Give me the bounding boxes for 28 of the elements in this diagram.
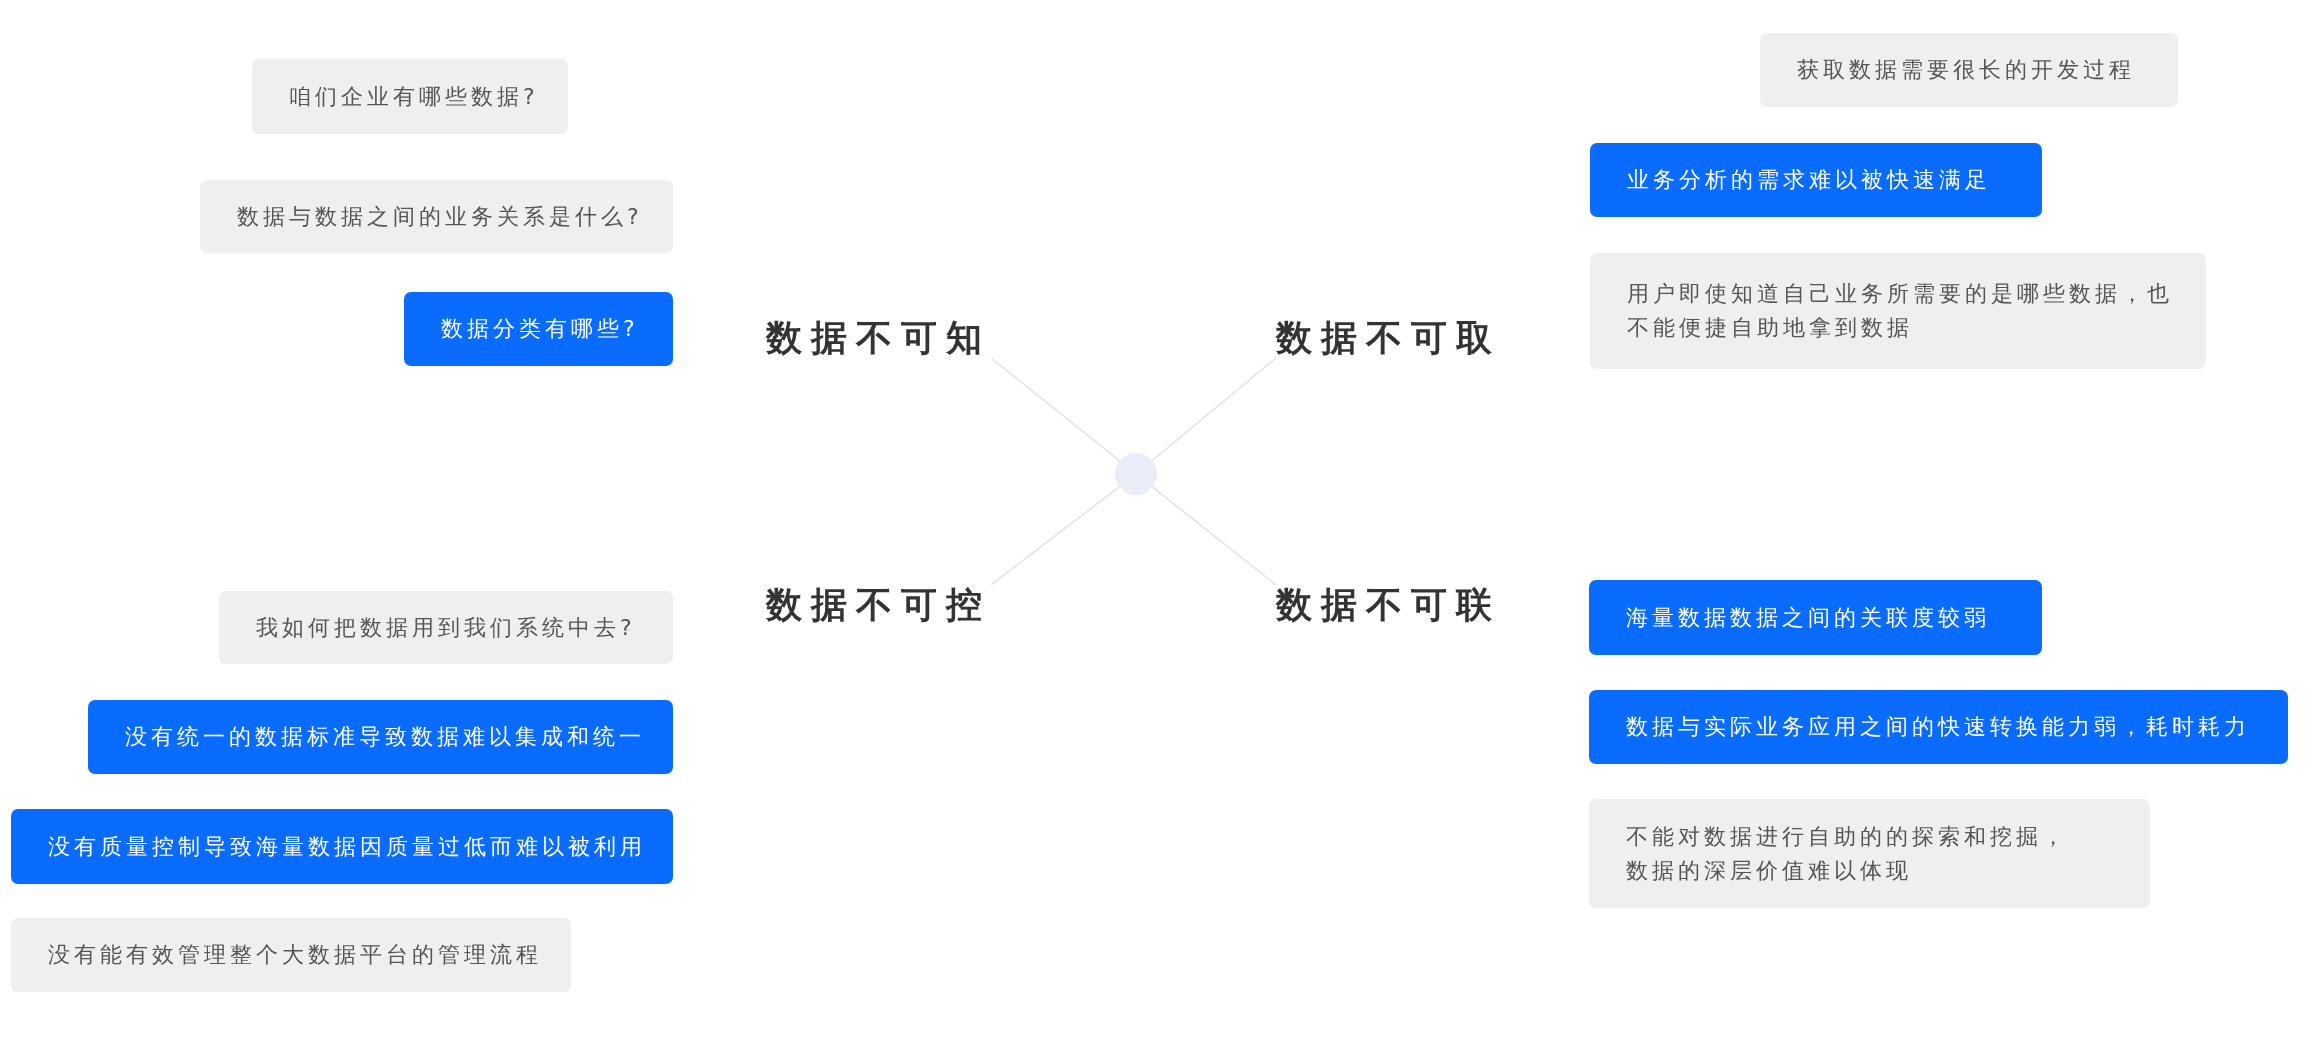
highlighted-issue-card (1589, 690, 2288, 764)
card-text: 数据与数据之间的业务关系是什么? (237, 202, 643, 231)
connector-line (1151, 357, 1277, 462)
card-text: 没有能有效管理整个大数据平台的管理流程 (48, 941, 542, 969)
highlighted-issue-card (404, 292, 673, 366)
highlighted-issue-card (1590, 143, 2042, 217)
category-heading: 数据不可知 (766, 318, 991, 358)
card-text: 没有统一的数据标准导致数据难以集成和统一 (125, 723, 645, 751)
card-text: 我如何把数据用到我们系统中去? (256, 613, 636, 642)
category-heading: 数据不可联 (1276, 585, 1501, 625)
connector-line (990, 486, 1121, 586)
card-text: 咱们企业有哪些数据? (289, 82, 539, 111)
hub-circle (1115, 453, 1157, 495)
card-text: 获取数据需要很长的开发过程 (1797, 56, 2135, 84)
card-text: 数据与实际业务应用之间的快速转换能力弱，耗时耗力 (1626, 713, 2250, 741)
connector-line (1151, 486, 1277, 586)
card-text: 没有质量控制导致海量数据因质量过低而难以被利用 (48, 832, 646, 861)
card-text: 不能对数据进行自助的的探索和挖掘，数据的深层价值难以体现 (1626, 822, 2069, 885)
category-heading: 数据不可取 (1276, 318, 1501, 358)
category-heading: 数据不可控 (766, 585, 991, 625)
card-text: 业务分析的需求难以被快速满足 (1627, 166, 1991, 194)
card-text: 海量数据数据之间的关联度较弱 (1626, 603, 1990, 632)
card-text: 数据分类有哪些? (441, 315, 639, 343)
connector-line (990, 357, 1121, 462)
highlighted-issue-card (1589, 580, 2042, 655)
card-text: 用户即使知道自己业务所需要的是哪些数据，也不能便捷自助地拿到数据 (1627, 280, 2174, 342)
highlighted-issue-card (88, 700, 673, 774)
highlighted-issue-card (11, 809, 673, 884)
